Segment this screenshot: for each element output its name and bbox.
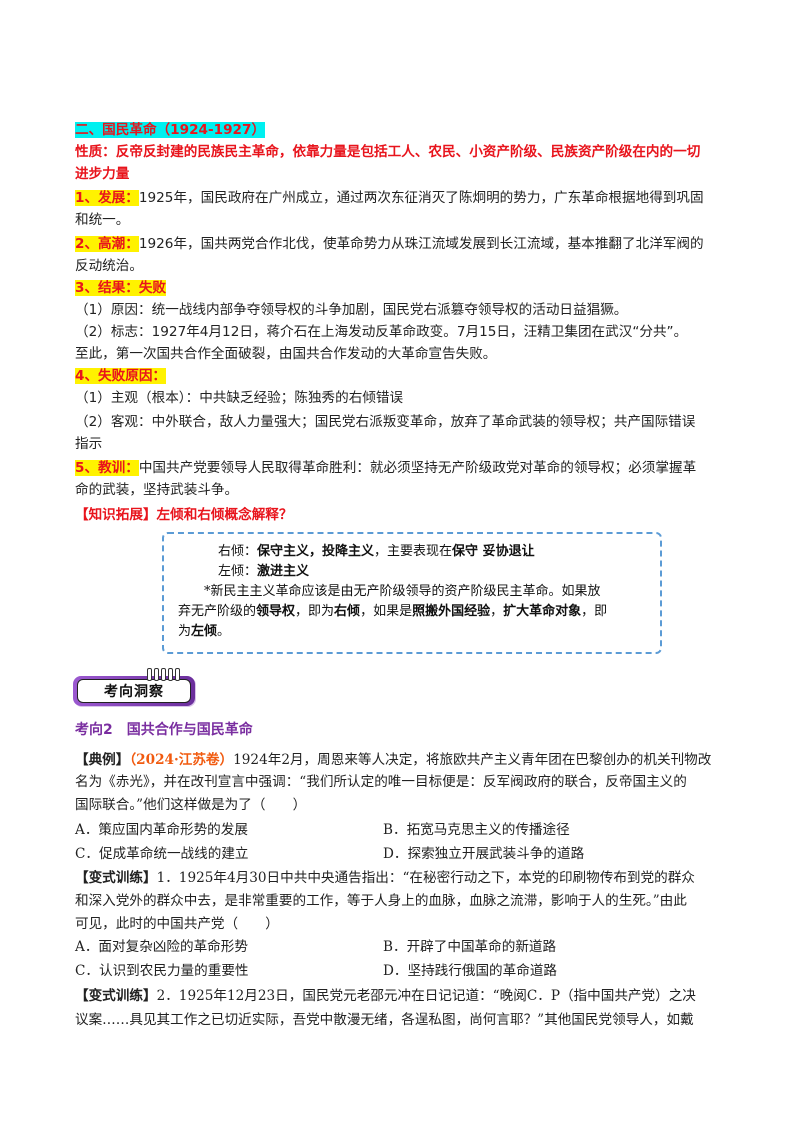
banner-label: 考向洞察	[77, 679, 191, 703]
section-banner: 考向洞察	[73, 668, 195, 708]
note-text: ，即	[581, 604, 608, 619]
option-c: C．认识到农民力量的重要性	[75, 963, 249, 979]
result-cause: （1）原因：统一战线内部争夺领导权的斗争加剧，国民党右派篡夺领导权的活动日益猖獗…	[75, 302, 628, 318]
reason-subjective: （1）主观（根本）：中共缺乏经验；陈独秀的右倾错误	[75, 390, 404, 406]
point-climax: 2、高潮：1926年，国共两党合作北伐，使革命势力从珠江流域发展到长江流域，基本…	[75, 234, 725, 254]
point-label: 5、教训：	[75, 460, 139, 476]
point-lesson: 5、教训：中国共产党要领导人民取得革命胜利：就必须坚持无产阶级政党对革命的领导权…	[75, 458, 725, 478]
binder-rings-icon	[147, 668, 185, 681]
option-d: D．坚持践行俄国的革命道路	[383, 963, 558, 979]
option-row: C．促成革命统一战线的建立 D．探索独立开展武装斗争的道路	[75, 844, 725, 864]
point-result: 3、结果：失败	[75, 278, 725, 298]
question-text-cont: 可见，此时的中国共产党（ ）	[75, 916, 279, 932]
knowledge-title: 【知识拓展】左倾和右倾概念解释？	[75, 507, 293, 523]
term-bold: 激进主义	[257, 564, 310, 579]
variant-question-1: 【变式训练】1．1925年4月30日中共中央通告指出：“在秘密行动之下，本党的印…	[75, 868, 725, 888]
note-text: ，如果是	[360, 604, 413, 619]
note-text: ，	[490, 604, 504, 619]
question-tag: 【变式训练】	[75, 988, 157, 1004]
option-row: A．面对复杂凶险的革命形势 B．开辟了中国革命的新道路	[75, 937, 725, 957]
nature-line-2: 进步力量	[75, 166, 130, 182]
option-a: A．面对复杂凶险的革命形势	[75, 939, 248, 955]
term-label: 左倾：	[218, 564, 258, 579]
option-c: C．促成革命统一战线的建立	[75, 846, 249, 862]
question-tag: 【典例】	[75, 752, 130, 768]
reason-objective-cont: 指示	[75, 436, 103, 452]
point-text-cont: 和统一。	[75, 212, 130, 228]
note-bold: 领导权	[256, 604, 296, 619]
point-label: 3、结果：失败	[75, 280, 167, 296]
variant-question-2: 【变式训练】2．1925年12月23日，国民党元老邵元冲在日记记道：“晚阅C．P…	[75, 986, 725, 1006]
question-text-cont: 名为《赤光》，并在改刊宣言中强调：“我们所认定的唯一目标便是：反军阀政府的联合，…	[75, 774, 687, 790]
question-text: 1924年2月，周恩来等人决定，将旅欧共产主义青年团在巴黎创办的机关刊物改	[233, 752, 712, 768]
topic-title: 考向2 国共合作与国民革命	[75, 722, 253, 738]
note-text: 为	[178, 624, 192, 639]
note-line-3: 为左倾。	[178, 622, 230, 642]
note-text: ，即为	[295, 604, 335, 619]
term-label: 右倾：	[218, 544, 258, 559]
point-text: 1925年，国民政府在广州成立，通过两次东征消灭了陈炯明的势力，广东革命根据地得…	[138, 190, 704, 206]
note-text: 弃无产阶级的	[178, 604, 257, 619]
point-development: 1、发展：1925年，国民政府在广州成立，通过两次东征消灭了陈炯明的势力，广东革…	[75, 188, 725, 208]
concept-box	[162, 532, 662, 654]
point-label: 2、高潮：	[75, 236, 139, 252]
option-b: B．开辟了中国革命的新道路	[383, 939, 557, 955]
note-bold: 左倾	[191, 624, 218, 639]
reason-objective: （2）客观：中外联合，敌人力量强大；国民党右派叛变革命，放弃了革命武装的领导权；…	[75, 414, 696, 430]
question-text: 1．1925年4月30日中共中央通告指出：“在秘密行动之下，本党的印刷物传布到党…	[156, 870, 695, 886]
option-b: B．拓宽马克思主义的传播途径	[383, 822, 570, 838]
note-line-1: *新民主主义革命应该是由无产阶级领导的资产阶级民主革命。如果放	[204, 584, 601, 599]
term-text: ，主要表现在	[374, 544, 453, 559]
point-label: 4、失败原因：	[75, 368, 167, 384]
note-bold: 右倾	[334, 604, 361, 619]
point-text-cont: 反动统治。	[75, 258, 143, 274]
question-source: （2024·江苏卷）	[129, 752, 234, 768]
option-row: A．策应国内革命形势的发展 B．拓宽马克思主义的传播途径	[75, 820, 725, 840]
left-leaning-line: 左倾：激进主义	[218, 562, 309, 582]
option-d: D．探索独立开展武装斗争的道路	[383, 846, 585, 862]
note-text: 。	[217, 624, 231, 639]
result-sign: （2）标志：1927年4月12日，蒋介石在上海发动反革命政变。7月15日，汪精卫…	[75, 324, 688, 340]
option-a: A．策应国内革命形势的发展	[75, 822, 248, 838]
banner-frame: 考向洞察	[73, 676, 195, 706]
section-heading: 二、国民革命（1924-1927）	[75, 120, 725, 140]
option-row: C．认识到农民力量的重要性 D．坚持践行俄国的革命道路	[75, 961, 725, 981]
nature-line-1: 性质：反帝反封建的民族民主革命，依靠力量是包括工人、农民、小资产阶级、民族资产阶…	[75, 144, 701, 160]
example-question: 【典例】（2024·江苏卷）1924年2月，周恩来等人决定，将旅欧共产主义青年团…	[75, 750, 725, 770]
point-text-cont: 命的武装，坚持武装斗争。	[75, 482, 239, 498]
term-bold: 保守主义，投降主义	[257, 544, 375, 559]
point-label: 1、发展：	[75, 190, 139, 206]
point-failure-reasons: 4、失败原因：	[75, 366, 725, 386]
question-text: 2．1925年12月23日，国民党元老邵元冲在日记记道：“晚阅C．P（指中国共产…	[156, 988, 696, 1004]
point-text: 1926年，国共两党合作北伐，使革命势力从珠江流域发展到长江流域，基本推翻了北洋…	[138, 236, 704, 252]
term-bold: 保守 妥协退让	[452, 544, 535, 559]
question-text-cont: 议案……具见其工作之已切近实际，吾党中散漫无绪，各逞私图，尚何言耶？”其他国民党…	[75, 1012, 694, 1028]
right-leaning-line: 右倾：保守主义，投降主义，主要表现在保守 妥协退让	[218, 542, 535, 562]
section-heading-text: 二、国民革命（1924-1927）	[75, 122, 266, 138]
point-text: 中国共产党要领导人民取得革命胜利：就必须坚持无产阶级政党对革命的领导权；必须掌握…	[138, 460, 697, 476]
note-line-2: 弃无产阶级的领导权，即为右倾，如果是照搬外国经验，扩大革命对象，即	[178, 602, 607, 622]
note-bold: 扩大革命对象	[503, 604, 582, 619]
question-text-cont: 和深入党外的群众中去，是非常重要的工作，等于人身上的血脉，血脉之流滞，影响于人的…	[75, 893, 687, 909]
question-text-cont: 国际联合。”他们这样做是为了（ ）	[75, 797, 307, 813]
result-sign-cont: 至此，第一次国共合作全面破裂，由国共合作发动的大革命宣告失败。	[75, 346, 497, 362]
note-bold: 照搬外国经验	[412, 604, 491, 619]
question-tag: 【变式训练】	[75, 870, 157, 886]
